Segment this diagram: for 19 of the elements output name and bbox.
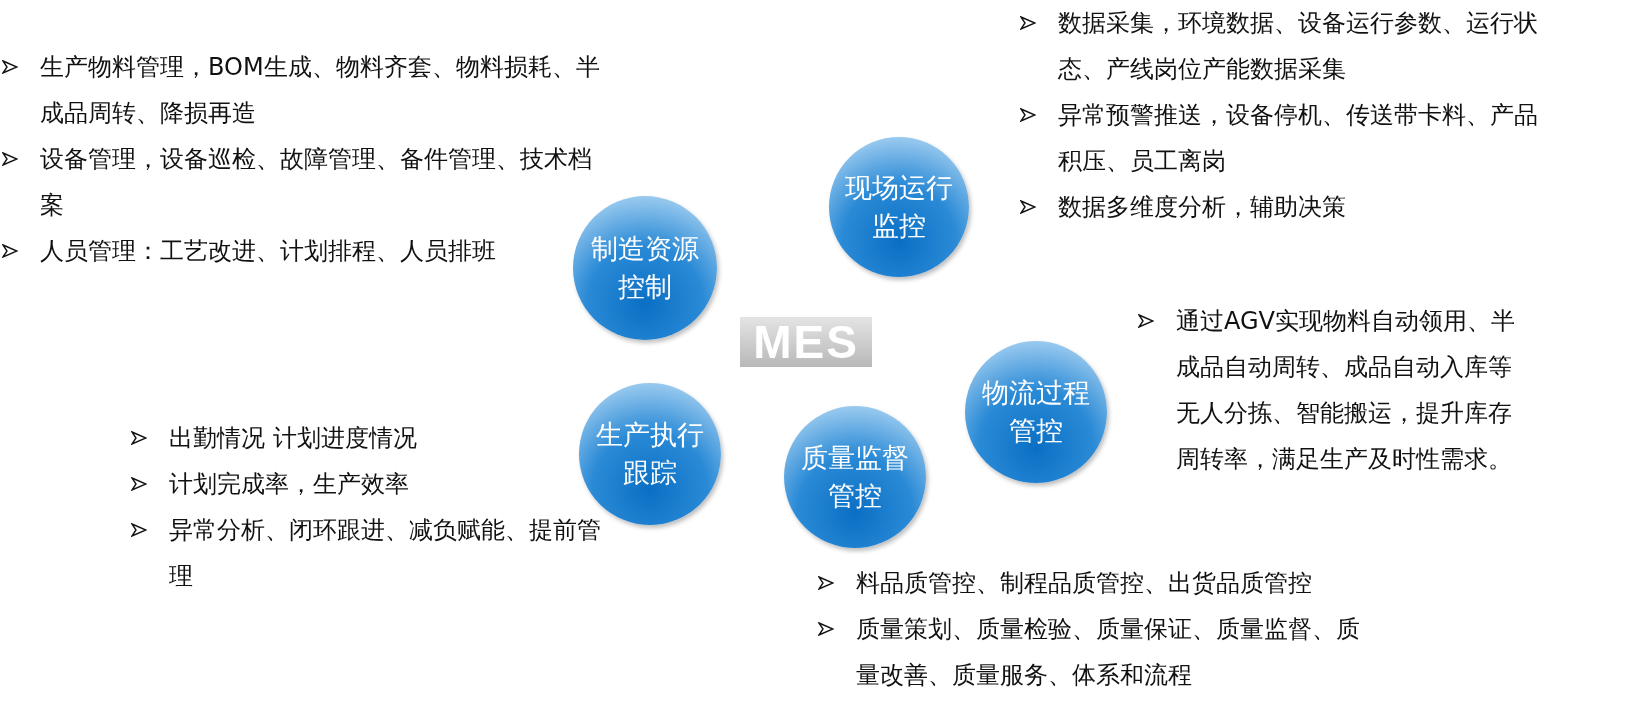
bullet-text: 计划完成率，生产效率: [169, 469, 409, 500]
node-label: 生产执行跟踪: [595, 418, 705, 490]
bullet-text: 数据多维度分析，辅助决策: [1058, 192, 1346, 223]
bullet-text: 设备管理，设备巡检、故障管理、备件管理、技术档案: [40, 144, 593, 221]
node-label: 现场运行监控: [844, 171, 954, 243]
bullet-text: 数据采集，环境数据、设备运行参数、运行状态、产线岗位产能数据采集: [1058, 8, 1539, 85]
node-label: 制造资源控制: [590, 232, 700, 304]
node-label: 质量监督管控: [800, 441, 910, 513]
bullet-text: 出勤情况 计划进度情况: [169, 423, 417, 454]
box-label: MES: [753, 315, 859, 369]
bullet-text: 通过AGV实现物料自动领用、半成品自动周转、成品自动入库等无人分拣、智能搬运，提升库存周转率，满足生产及时性需求。: [1176, 306, 1516, 475]
bullet-text: 料品质管控、制程品质管控、出货品质管控: [856, 568, 1312, 599]
bullet-text: 异常分析、闭环跟进、减负赋能、提前管理: [169, 515, 602, 592]
bullet-text: 质量策划、质量检验、质量保证、质量监督、质量改善、质量服务、体系和流程: [856, 614, 1361, 691]
node-label: 物流过程管控: [981, 376, 1091, 448]
label-box: [740, 317, 872, 367]
bullet-text: 人员管理：工艺改进、计划排程、人员排班: [40, 236, 496, 267]
bullet-text: 生产物料管理，BOM生成、物料齐套、物料损耗、半成品周转、降损再造: [40, 52, 601, 129]
bullet-text: 异常预警推送，设备停机、传送带卡料、产品积压、员工离岗: [1058, 100, 1539, 177]
